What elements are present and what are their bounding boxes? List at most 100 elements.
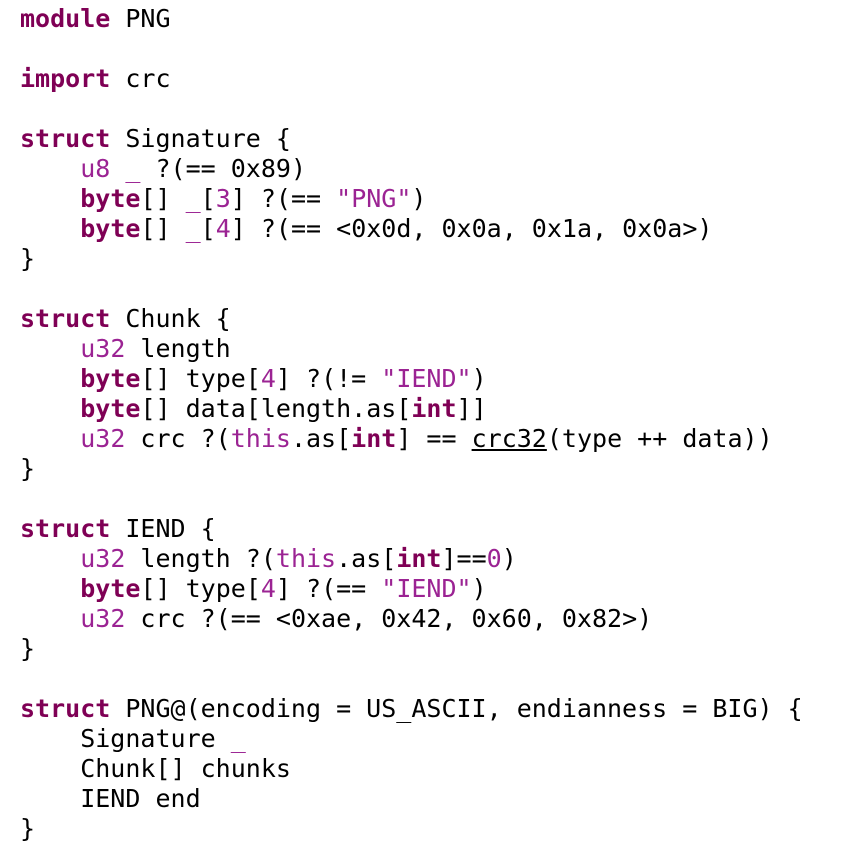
code-line: import crc [20, 64, 803, 94]
code-token: ]== [441, 544, 487, 573]
code-token: (type ++ data)) [546, 424, 773, 453]
code-token: [] type[ [140, 364, 261, 393]
code-token [20, 154, 80, 183]
code-line: struct IEND { [20, 514, 803, 544]
code-line: struct Chunk { [20, 304, 803, 334]
code-token: ) [411, 184, 427, 213]
literal-token: 3 [215, 184, 231, 213]
code-token: ) [471, 364, 487, 393]
keyword-token: int [411, 394, 457, 423]
code-line [20, 484, 803, 514]
literal-token: _ [185, 184, 201, 213]
code-token [20, 214, 80, 243]
code-line: struct Signature { [20, 124, 803, 154]
code-token: PNG [110, 4, 171, 33]
keyword-token: struct [20, 694, 111, 723]
literal-token: _ [185, 214, 201, 243]
literal-token: "IEND" [381, 574, 472, 603]
keyword-token: byte [80, 394, 141, 423]
literal-token: 4 [260, 364, 276, 393]
keyword-token: byte [80, 364, 141, 393]
code-token [110, 154, 125, 183]
code-line: u32 length [20, 334, 803, 364]
code-line: } [20, 244, 803, 274]
code-token: crc ?( [125, 424, 231, 453]
keyword-token: module [20, 4, 111, 33]
code-token: PNG@(encoding = US_ASCII, endianness = B… [110, 694, 803, 723]
code-line: u32 length ?(this.as[int]==0) [20, 544, 803, 574]
literal-token: 4 [215, 214, 231, 243]
code-line: IEND end [20, 784, 803, 814]
literal-token: "PNG" [336, 184, 412, 213]
code-line: } [20, 814, 803, 844]
literal-token: "IEND" [381, 364, 472, 393]
type-token: u32 [80, 334, 126, 363]
keyword-token: struct [20, 304, 111, 333]
code-token [20, 184, 80, 213]
type-token: this [275, 544, 337, 573]
code-line: byte[] type[4] ?(!= "IEND") [20, 364, 803, 394]
type-token: u8 [80, 154, 111, 183]
code-token: .as[ [336, 544, 397, 573]
code-token: IEND { [110, 514, 216, 543]
code-token: [] type[ [140, 574, 261, 603]
code-token: [] data[length.as[ [140, 394, 412, 423]
code-token: Signature { [110, 124, 291, 153]
code-token [20, 394, 80, 423]
code-token: Signature [20, 724, 231, 753]
code-token: .as[ [290, 424, 352, 453]
code-line: } [20, 634, 803, 664]
code-line: byte[] _[3] ?(== "PNG") [20, 184, 803, 214]
code-line: Signature _ [20, 724, 803, 754]
code-token: IEND end [20, 784, 201, 813]
keyword-token: struct [20, 124, 111, 153]
keyword-token: byte [80, 574, 141, 603]
code-token: } [20, 454, 36, 483]
code-line [20, 664, 803, 694]
code-token [20, 334, 80, 363]
code-token [20, 604, 80, 633]
type-token: u32 [80, 544, 126, 573]
literal-token: _ [230, 724, 246, 753]
code-line: struct PNG@(encoding = US_ASCII, endiann… [20, 694, 803, 724]
keyword-token: int [351, 424, 397, 453]
type-token: this [230, 424, 291, 453]
code-line [20, 274, 803, 304]
code-token: [ [200, 184, 216, 213]
code-token: Chunk[] chunks [20, 754, 291, 783]
code-line: module PNG [20, 4, 803, 34]
keyword-token: import [20, 64, 111, 93]
keyword-token: byte [80, 214, 141, 243]
code-line: Chunk[] chunks [20, 754, 803, 784]
code-line: u32 crc ?(== <0xae, 0x42, 0x60, 0x82>) [20, 604, 803, 634]
code-token [20, 574, 80, 603]
code-token: Chunk { [110, 304, 231, 333]
code-token: [] [140, 184, 186, 213]
function-link[interactable]: crc32 [471, 424, 547, 453]
code-token: [] [140, 214, 186, 243]
code-line: u8 _ ?(== 0x89) [20, 154, 803, 184]
literal-token: 4 [260, 574, 276, 603]
code-token: } [20, 814, 36, 843]
code-token [20, 364, 80, 393]
code-token: length [125, 334, 231, 363]
code-editor[interactable]: module PNG import crc struct Signature { u… [20, 4, 803, 844]
code-token: } [20, 634, 36, 663]
code-token [20, 424, 80, 453]
code-token: [ [200, 214, 216, 243]
code-token: } [20, 244, 36, 273]
code-token: ] ?(== [230, 184, 337, 213]
keyword-token: struct [20, 514, 111, 543]
code-token: ) [471, 574, 487, 603]
code-token: ?(== 0x89) [140, 154, 307, 183]
code-token [20, 544, 80, 573]
code-line: byte[] _[4] ?(== <0x0d, 0x0a, 0x1a, 0x0a… [20, 214, 803, 244]
code-line: } [20, 454, 803, 484]
type-token: u32 [80, 424, 126, 453]
type-token: u32 [80, 604, 126, 633]
code-token: crc [110, 64, 171, 93]
keyword-token: int [396, 544, 442, 573]
code-token: ] ?(!= [275, 364, 382, 393]
literal-token: 0 [486, 544, 502, 573]
code-line [20, 94, 803, 124]
